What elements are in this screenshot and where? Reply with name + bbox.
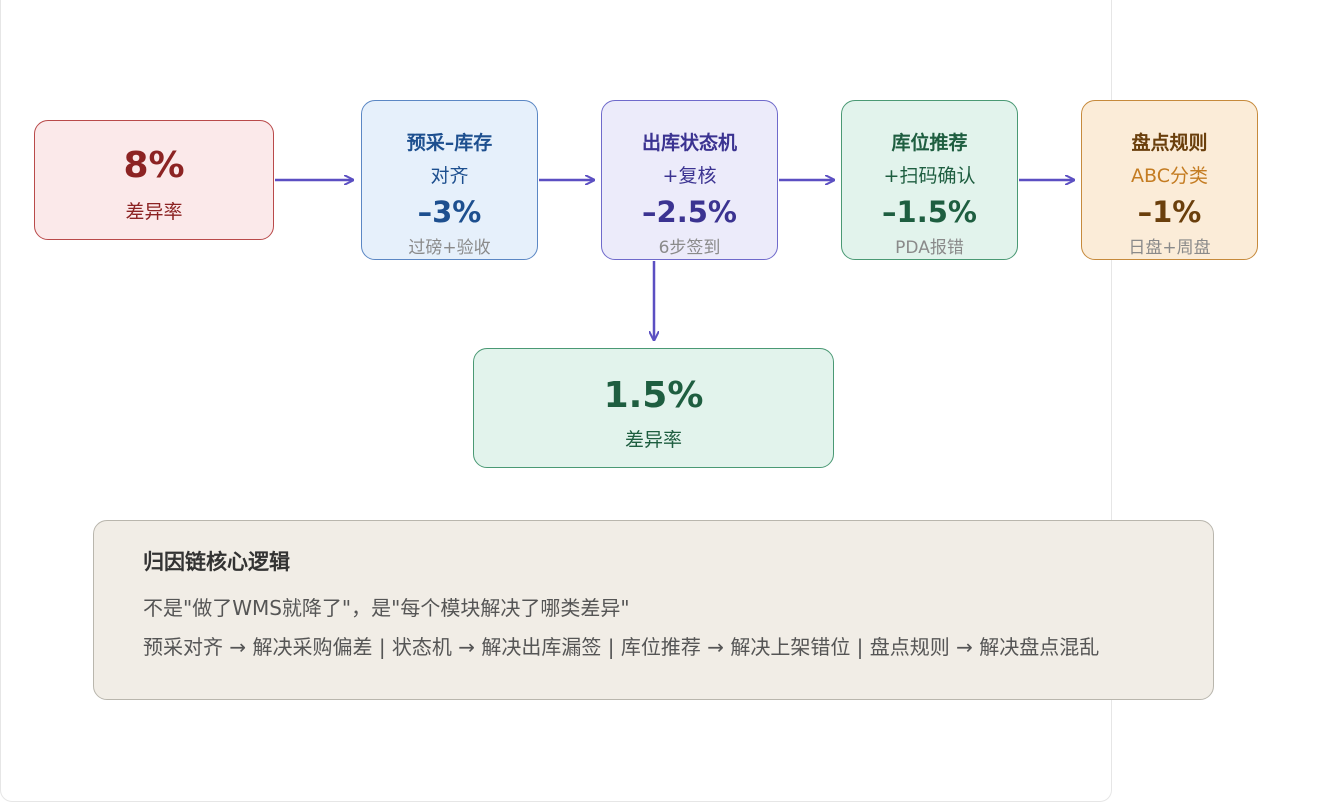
step-subtitle: ABC分类 <box>1131 165 1208 187</box>
step-delta: –2.5% <box>642 195 737 229</box>
step-subtitle: 对齐 <box>430 165 469 187</box>
step-title: 库位推荐 <box>891 132 968 154</box>
step-title: 盘点规则 <box>1131 132 1208 154</box>
start-label: 差异率 <box>125 201 183 223</box>
result-node: 1.5% 差异率 <box>473 348 834 468</box>
step-subtitle: +扫码确认 <box>883 165 976 187</box>
step-title: 出库状态机 <box>641 132 737 154</box>
step-note: 日盘+周盘 <box>1128 238 1211 258</box>
logic-note-panel: 归因链核心逻辑 不是"做了WMS就降了"，是"每个模块解决了哪类差异" 预采对齐… <box>93 520 1214 700</box>
step-node-location: 库位推荐 +扫码确认 –1.5% PDA报错 <box>841 100 1018 260</box>
note-line-2: 预采对齐 → 解决采购偏差 | 状态机 → 解决出库漏签 | 库位推荐 → 解决… <box>143 635 1100 659</box>
result-label: 差异率 <box>624 429 682 451</box>
step-delta: –1.5% <box>882 195 977 229</box>
step-note: PDA报错 <box>895 238 964 258</box>
step-node-state-machine: 出库状态机 +复核 –2.5% 6步签到 <box>601 100 778 260</box>
start-node: 8% 差异率 <box>34 120 274 240</box>
step-delta: –1% <box>1137 195 1202 229</box>
step-subtitle: +复核 <box>662 165 717 187</box>
step-title: 预采–库存 <box>406 132 493 154</box>
step-delta: –3% <box>417 195 482 229</box>
step-node-prealign: 预采–库存 对齐 –3% 过磅+验收 <box>361 100 538 260</box>
note-line-1: 不是"做了WMS就降了"，是"每个模块解决了哪类差异" <box>143 596 630 620</box>
step-note: 过磅+验收 <box>408 238 491 258</box>
note-title: 归因链核心逻辑 <box>143 550 290 574</box>
result-value: 1.5% <box>603 375 704 416</box>
start-value: 8% <box>123 145 185 186</box>
step-node-stocktake: 盘点规则 ABC分类 –1% 日盘+周盘 <box>1081 100 1258 260</box>
step-note: 6步签到 <box>658 238 721 258</box>
